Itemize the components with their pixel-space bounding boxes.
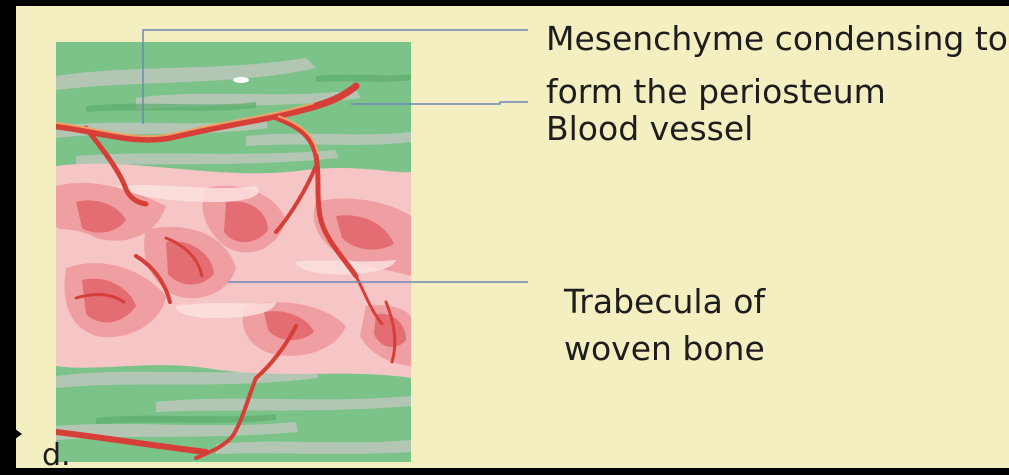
trabecula-label-line2: woven bone	[564, 332, 765, 365]
left-border	[0, 0, 16, 475]
mesenchyme-label: Mesenchyme condensing to form the perios…	[546, 22, 1008, 108]
mesenchyme-label-line2: form the periosteum	[546, 75, 1008, 108]
diagram-panel: Mesenchyme condensing to form the perios…	[16, 6, 1009, 468]
highlight-spot	[233, 77, 249, 83]
blood-vessel-label: Blood vessel	[546, 112, 753, 145]
trabecula-label-line1: Trabecula of	[564, 285, 765, 318]
panel-letter: d.	[42, 438, 71, 473]
trabecula-label: Trabecula of woven bone	[564, 285, 765, 365]
arrow-marker-icon	[0, 414, 24, 454]
mesenchyme-label-line1: Mesenchyme condensing to	[546, 22, 1008, 55]
